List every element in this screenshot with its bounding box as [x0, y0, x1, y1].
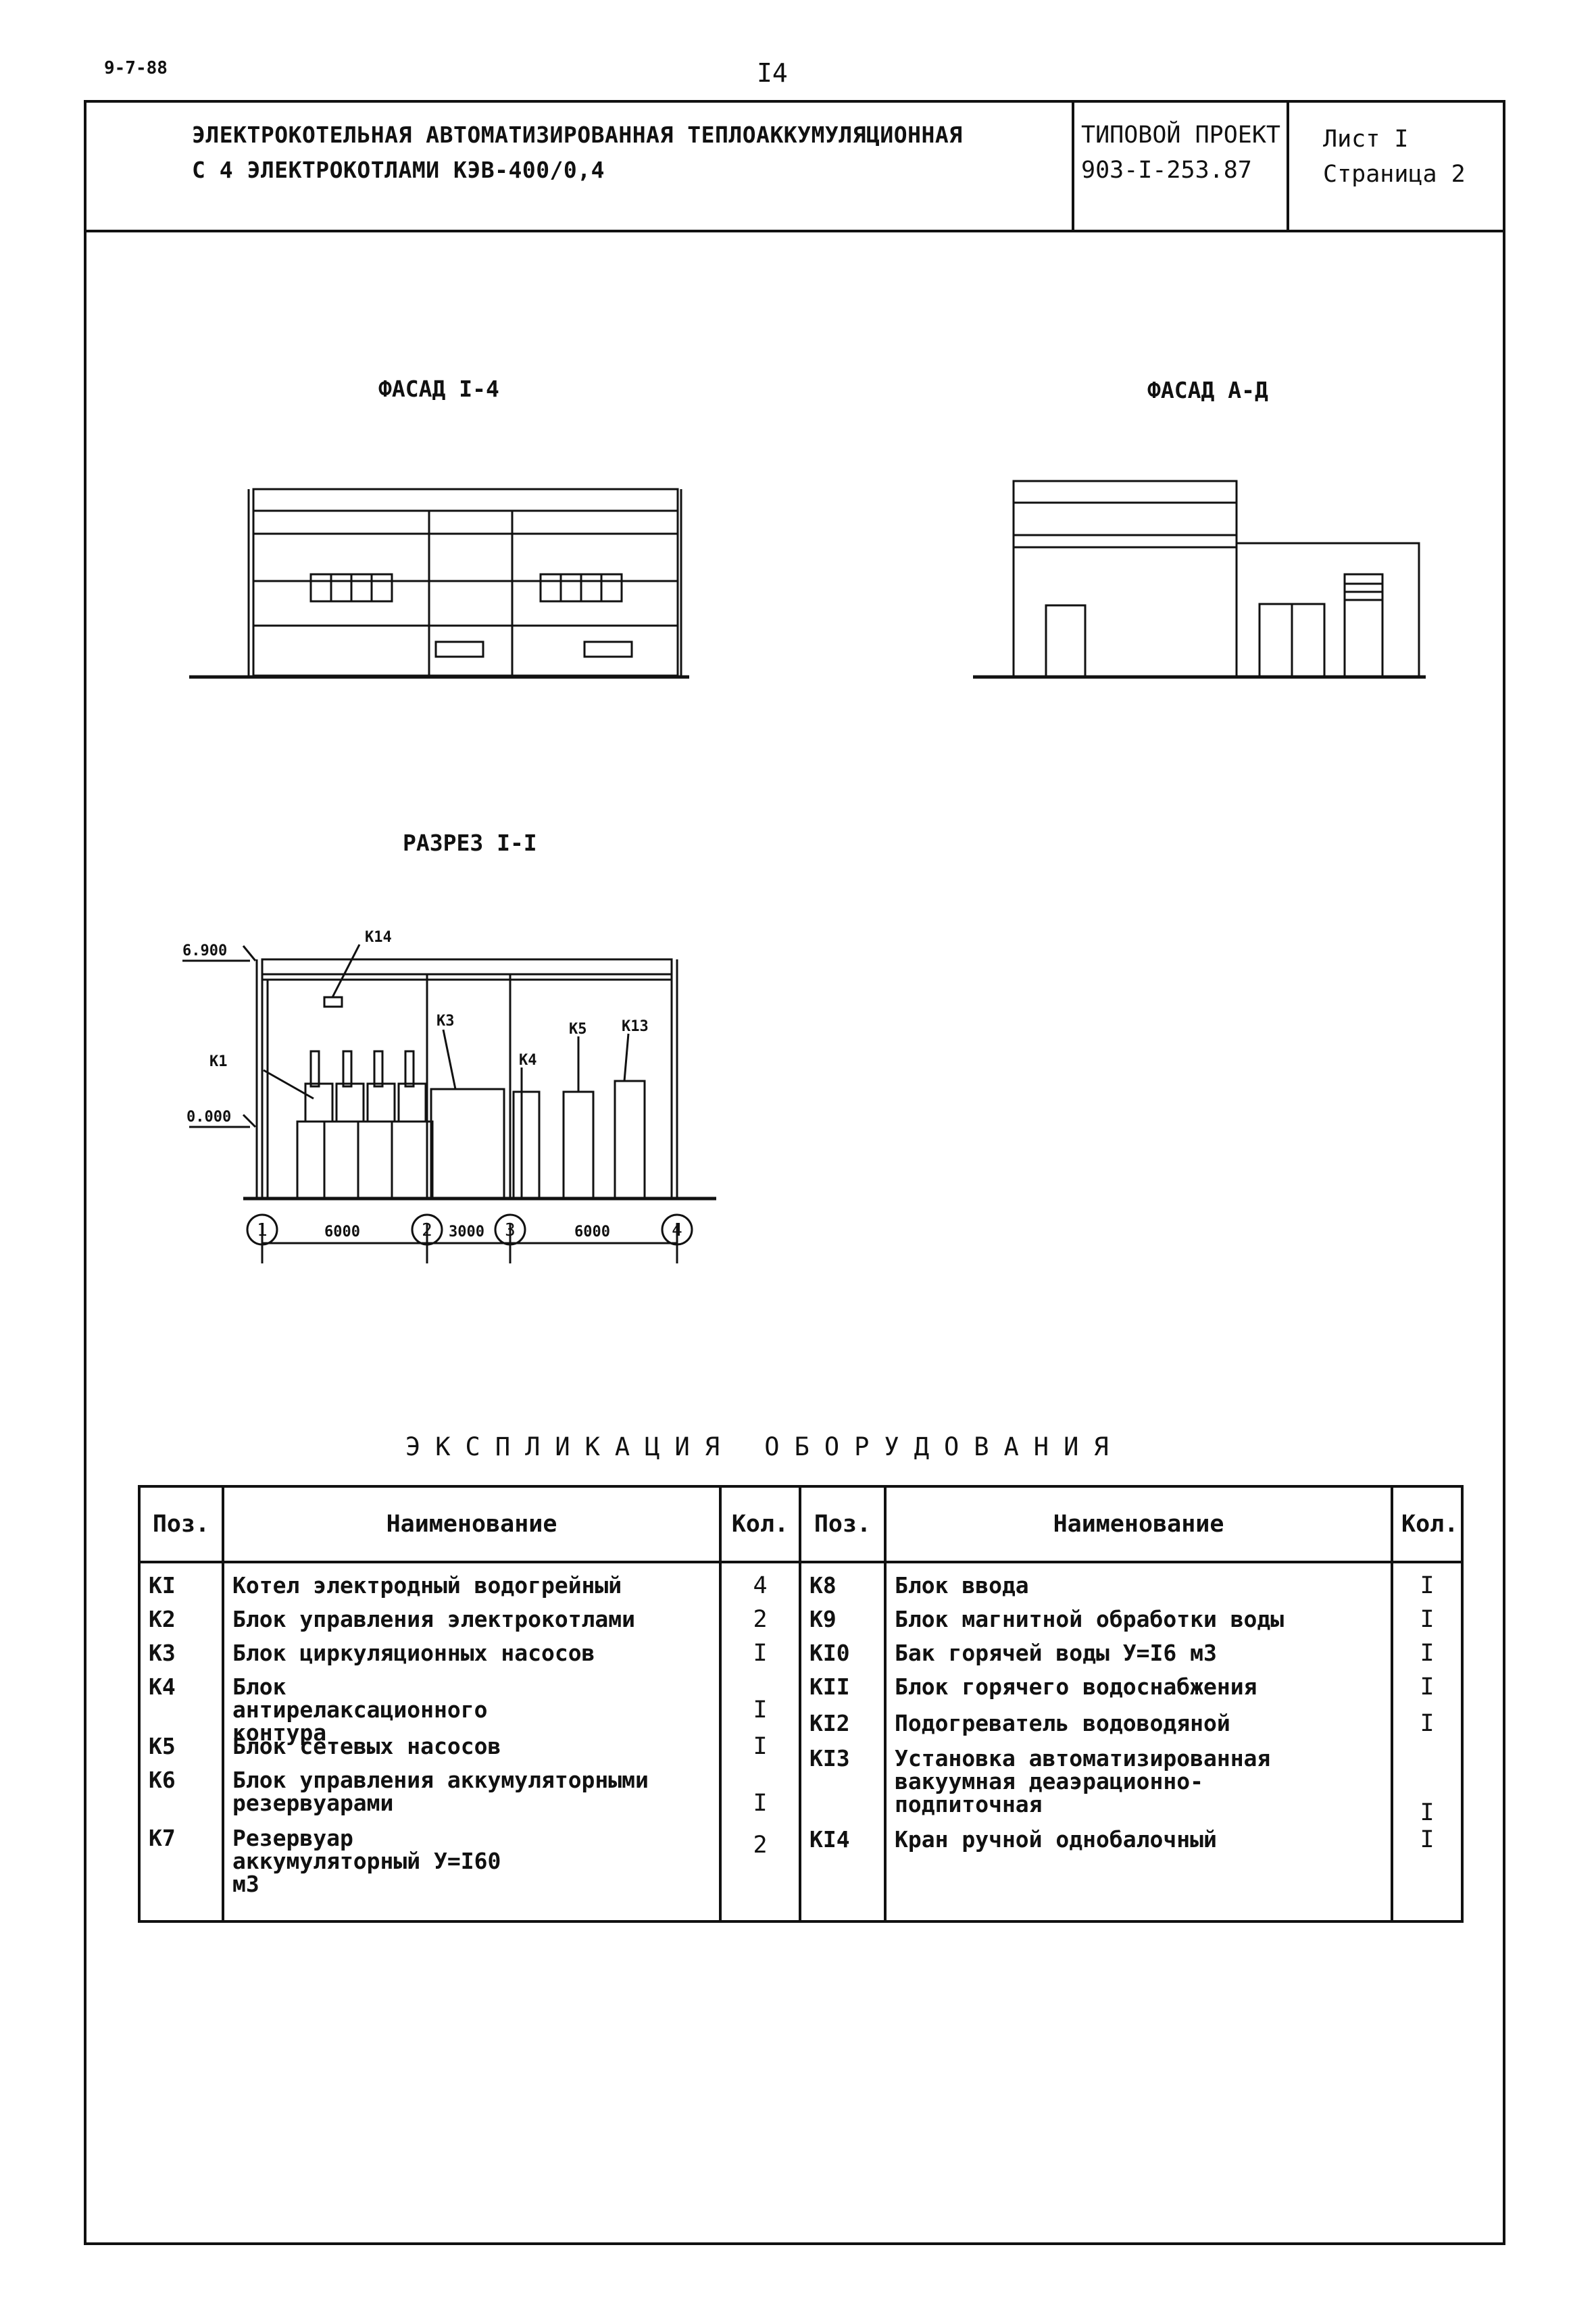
col-qty-left: Кол.	[719, 1486, 801, 1563]
left-qty-1: 4	[753, 1572, 768, 1599]
left-qty-6: I	[753, 1790, 768, 1817]
title-block: ЭЛЕКТРОКОТЕЛЬНАЯ АВТОМАТИЗИРОВАННАЯ ТЕПЛ…	[84, 100, 1505, 232]
right-pos-2: К9	[809, 1606, 837, 1632]
col-qty-right: Кол.	[1391, 1486, 1464, 1563]
left-pos-6: К6	[149, 1767, 176, 1793]
right-pos-5: КI2	[809, 1710, 850, 1736]
axis-4: 4	[672, 1220, 682, 1240]
left-qty-5: I	[753, 1733, 768, 1760]
right-qty-4: I	[1420, 1674, 1435, 1701]
axis-2: 2	[422, 1220, 432, 1240]
right-name-3: Бак горячей воды У=I6 м3	[895, 1640, 1217, 1666]
left-qty-7: 2	[753, 1832, 768, 1859]
label-k4: К4	[519, 1052, 537, 1069]
left-qty-4: I	[753, 1696, 768, 1724]
dim-3: 6000	[574, 1224, 610, 1240]
label-k3: К3	[437, 1013, 455, 1030]
col-pos-left: Поз.	[138, 1486, 224, 1563]
label-k5: К5	[569, 1021, 587, 1038]
right-name-4: Блок горячего водоснабжения	[895, 1674, 1257, 1700]
left-qty-2: 2	[753, 1606, 768, 1633]
axis-3: 3	[505, 1220, 516, 1240]
right-name-5: Подогреватель водоводяной	[895, 1710, 1230, 1736]
right-qty-3: I	[1420, 1640, 1435, 1667]
project-number: 903-I-253.87	[1081, 157, 1252, 184]
left-name-2: Блок управления электрокотлами	[232, 1606, 636, 1632]
page-label: Страница 2	[1323, 161, 1466, 188]
right-qty-1: I	[1420, 1572, 1435, 1599]
axis-1: 1	[257, 1220, 268, 1240]
section-title: РАЗРЕЗ I-I	[403, 830, 537, 856]
facade-a-d-title: ФАСАД А-Д	[1147, 377, 1268, 403]
right-qty-5: I	[1420, 1710, 1435, 1737]
page-number: I4	[757, 58, 788, 88]
left-pos-2: К2	[149, 1606, 176, 1632]
label-k14: К14	[365, 929, 392, 946]
facade-1-4-drawing	[189, 488, 689, 679]
right-name-1: Блок ввода	[895, 1572, 1029, 1599]
right-pos-3: КI0	[809, 1640, 850, 1666]
elev-zero-label: 0.000	[186, 1109, 231, 1126]
right-pos-7: КI4	[809, 1826, 850, 1853]
left-name-6: Блок управления аккумуляторными резервуа…	[232, 1767, 649, 1816]
right-pos-6: КI3	[809, 1745, 850, 1771]
dim-2: 3000	[449, 1224, 484, 1240]
right-name-6: Установка автоматизированная вакуумная д…	[895, 1745, 1271, 1817]
equipment-table: Поз. Наименование Кол. Поз. Наименование…	[138, 1485, 1464, 1923]
right-name-7: Кран ручной однобалочный	[895, 1826, 1217, 1853]
right-qty-6: I	[1420, 1799, 1435, 1826]
right-name-2: Блок магнитной обработки воды	[895, 1606, 1285, 1632]
left-pos-1: КI	[149, 1572, 176, 1599]
left-name-5: Блок сетевых насосов	[232, 1733, 501, 1759]
label-k1: К1	[209, 1053, 228, 1070]
left-pos-3: К3	[149, 1640, 176, 1666]
col-pos-right: Поз.	[799, 1486, 887, 1563]
right-pos-1: К8	[809, 1572, 837, 1599]
project-label: ТИПОВОЙ ПРОЕКТ	[1081, 122, 1281, 149]
axis-markers: 1 2 3 4	[246, 1213, 693, 1246]
right-qty-2: I	[1420, 1606, 1435, 1633]
sheet-label: Лист I	[1323, 126, 1409, 153]
facade-1-4-title: ФАСАД I-4	[378, 376, 499, 402]
left-name-3: Блок циркуляционных насосов	[232, 1640, 595, 1666]
left-name-7: Резервуар аккумуляторный У=I60 м3	[232, 1825, 501, 1897]
document-code: 9-7-88	[104, 58, 168, 78]
col-name-right: Наименование	[884, 1486, 1393, 1563]
section-drawing: 6.900 0.000 К14 К1 К3 К4 К5 К13 6000 300…	[182, 929, 716, 1263]
explication-title: ЭКСПЛИКАЦИЯ ОБОРУДОВАНИЯ	[405, 1432, 1124, 1461]
left-name-4: Блок антирелаксационного контура	[232, 1674, 488, 1746]
elev-top-label: 6.900	[182, 942, 227, 959]
left-name-1: Котел электродный водогрейный	[232, 1572, 622, 1599]
title-line-2: С 4 ЭЛЕКТРОКОТЛАМИ КЭВ-400/0,4	[192, 157, 605, 183]
left-qty-3: I	[753, 1640, 768, 1667]
title-line-1: ЭЛЕКТРОКОТЕЛЬНАЯ АВТОМАТИЗИРОВАННАЯ ТЕПЛ…	[192, 122, 963, 148]
col-name-left: Наименование	[222, 1486, 722, 1563]
dim-1: 6000	[324, 1224, 360, 1240]
left-pos-7: К7	[149, 1825, 176, 1851]
sheet-frame	[84, 100, 1505, 2245]
right-qty-7: I	[1420, 1826, 1435, 1853]
label-k13: К13	[622, 1018, 649, 1035]
left-pos-5: К5	[149, 1733, 176, 1759]
left-pos-4: К4	[149, 1674, 176, 1700]
right-pos-4: КII	[809, 1674, 850, 1700]
facade-a-d-drawing	[973, 480, 1426, 679]
